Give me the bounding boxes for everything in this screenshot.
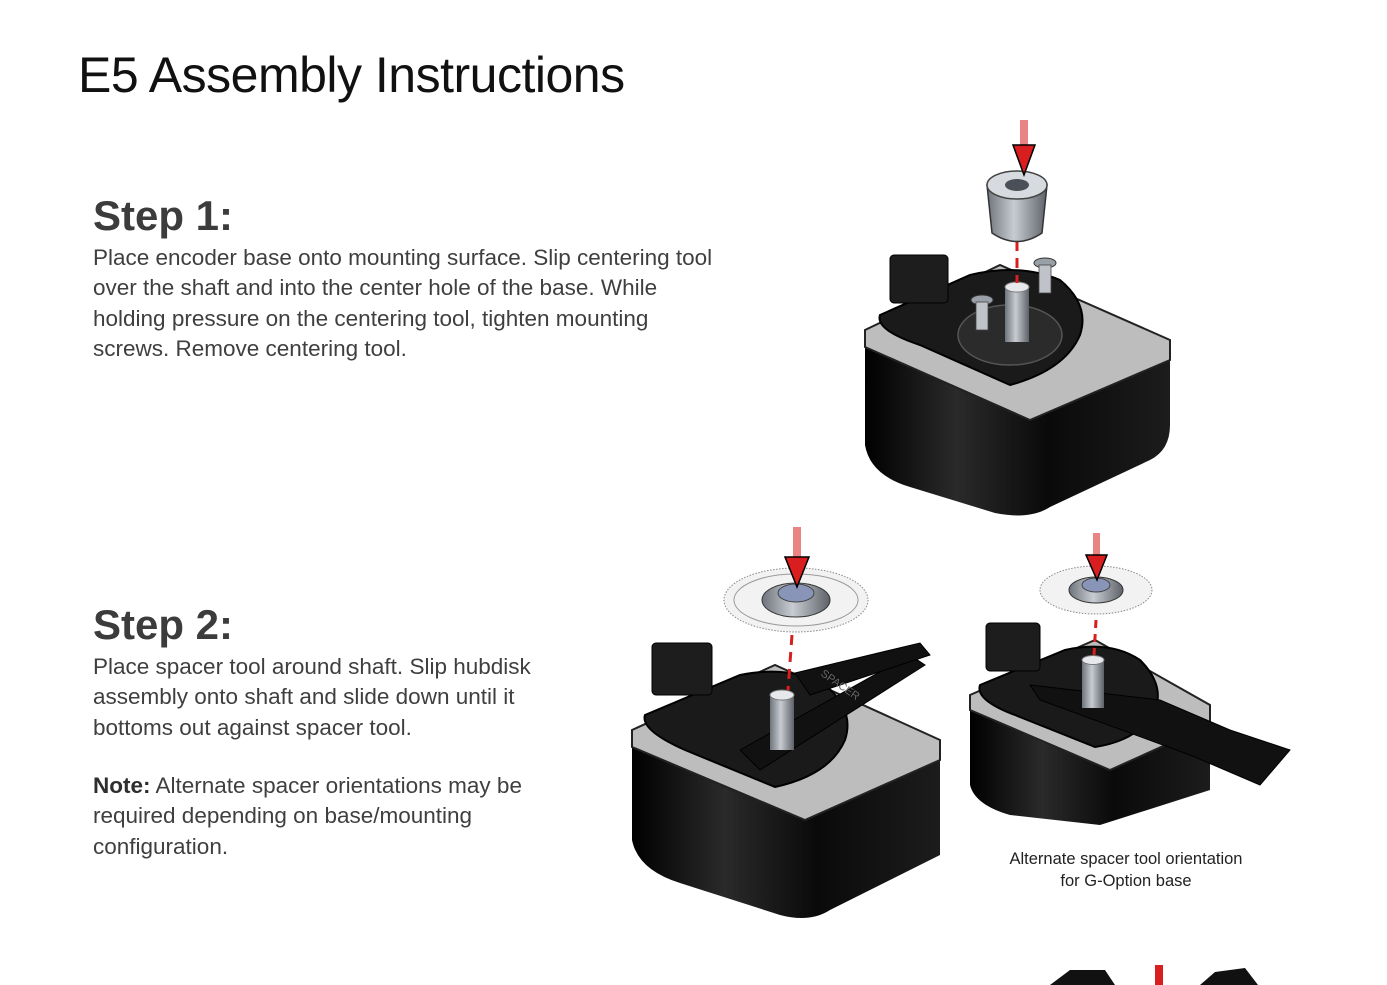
down-arrow-icon [783, 527, 811, 590]
step2-illustration: SPACER [631, 527, 941, 919]
step3-illustration-partial [1050, 965, 1258, 985]
step1-illustration [864, 120, 1171, 516]
note-label: Note: [93, 773, 151, 798]
alternate-orientation-illustration [969, 533, 1291, 825]
down-arrow-icon [1084, 533, 1109, 582]
caption-line-2: for G-Option base [1060, 872, 1192, 890]
down-arrow-icon [1155, 965, 1163, 985]
step2-note: Note: Alternate spacer orientations may … [93, 771, 563, 862]
encoder-base [643, 642, 849, 789]
motor-shaft [1081, 655, 1105, 708]
alignment-line [1092, 619, 1098, 656]
alternate-orientation-caption: Alternate spacer tool orientation for G-… [990, 848, 1262, 892]
page-title: E5 Assembly Instructions [78, 47, 625, 103]
step2-instructions: Place spacer tool around shaft. Slip hub… [93, 654, 531, 740]
step1-instructions: Place encoder base onto mounting surface… [93, 245, 713, 361]
spacer-tool [1028, 684, 1291, 786]
screw-icon [970, 257, 1057, 331]
caption-line-1: Alternate spacer tool orientation [1009, 850, 1243, 868]
note-text: Alternate spacer orientations may be req… [93, 773, 522, 859]
step1-heading: Step 1: [93, 192, 234, 239]
down-arrow-icon [1011, 120, 1037, 178]
step2-heading: Step 2: [93, 601, 234, 648]
motor-shaft [769, 689, 795, 750]
motor-shaft [1004, 281, 1030, 342]
centering-tool-icon [986, 170, 1048, 243]
alignment-line [786, 634, 794, 691]
